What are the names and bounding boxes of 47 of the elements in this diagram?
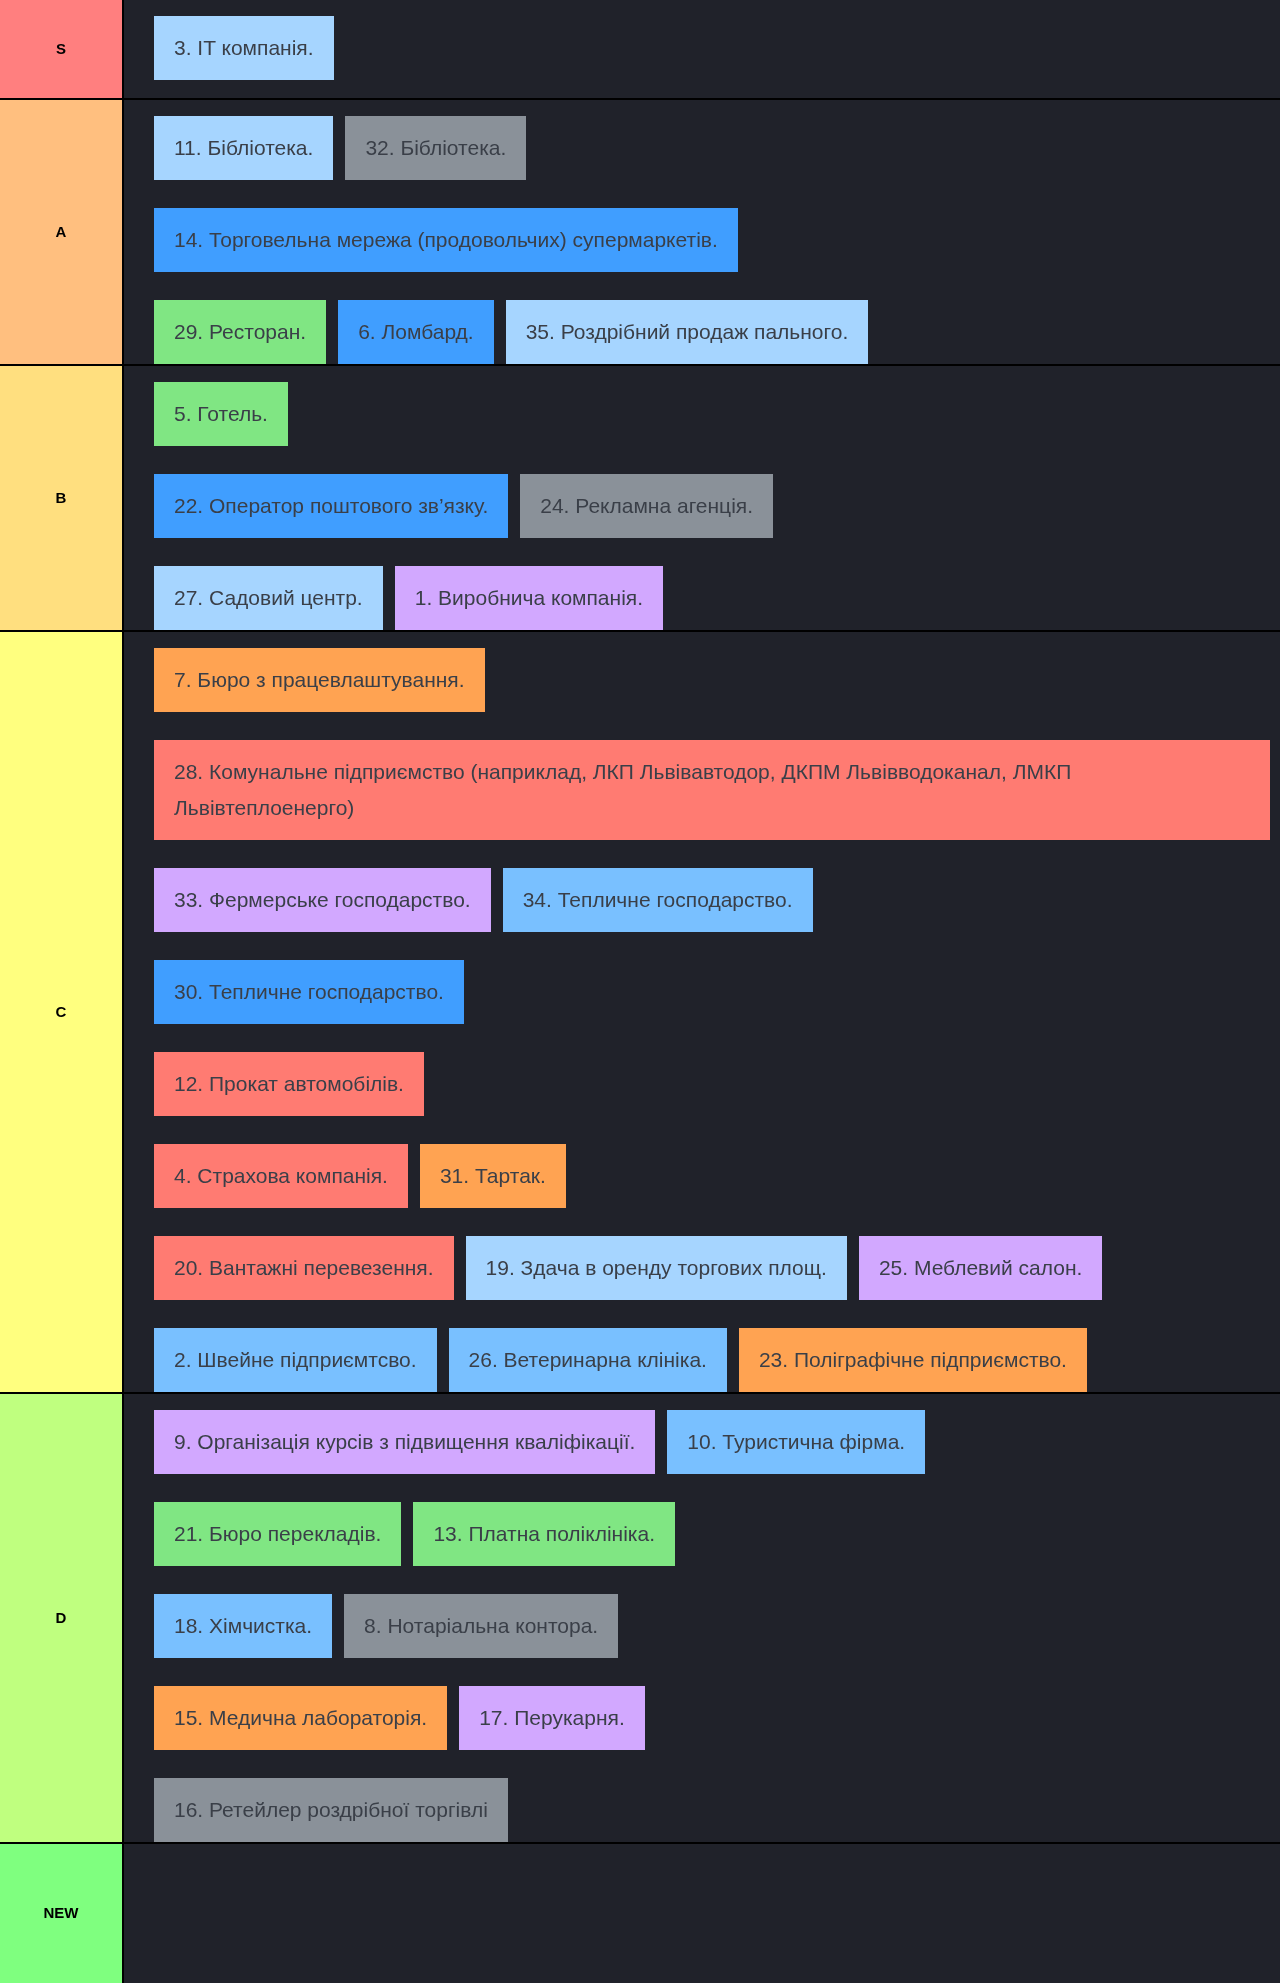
item-card: 8. Нотаріальна контора. <box>344 1594 619 1658</box>
tier-label: D <box>0 1394 124 1842</box>
tier-row <box>0 366 1280 632</box>
item-card: 13. Платна поліклініка. <box>413 1502 676 1566</box>
item-card: 35. Роздрібний продаж пального. <box>505 300 869 364</box>
item-card: 18. Хімчистка. <box>154 1594 333 1658</box>
item-card: 34. Тепличне господарство. <box>502 868 813 932</box>
tier-label: S <box>0 0 124 98</box>
tier-row <box>0 100 1280 366</box>
item-card: 19. Здача в оренду торгових площ. <box>465 1236 847 1300</box>
item-card: 32. Бібліотека. <box>345 116 527 180</box>
item-card: 20. Вантажні перевезення. <box>154 1236 454 1300</box>
item-card: 15. Медична лабораторія. <box>154 1686 448 1750</box>
tier-row <box>0 0 1280 100</box>
item-card: 28. Комунальне підприємство (наприклад, ЛКП Львівавтодор, ДКПМ Львівводоканал, ЛМКП Львівтеплоенерго) <box>154 740 1270 840</box>
item-card: 5. Готель. <box>154 382 288 446</box>
item-card: 10. Туристична фірма. <box>667 1410 926 1474</box>
item-card: 25. Меблевий салон. <box>858 1236 1103 1300</box>
item-card: 2. Швейне підприємтсво. <box>154 1328 437 1392</box>
tier-label: A <box>0 100 124 364</box>
item-card: 30. Тепличне господарство. <box>154 960 464 1024</box>
tier-row <box>0 1394 1280 1844</box>
item-card: 29. Ресторан. <box>154 300 327 364</box>
item-card: 12. Прокат автомобілів. <box>154 1052 424 1116</box>
item-card: 27. Садовий центр. <box>154 566 383 630</box>
item-card: 24. Рекламна агенція. <box>520 474 773 538</box>
item-card: 14. Торговельна мережа (продовольчих) супермаркетів. <box>154 208 738 272</box>
item-card: 3. IT компанія. <box>154 16 334 80</box>
item-card: 11. Бібліотека. <box>154 116 334 180</box>
tier-row <box>0 632 1280 1394</box>
tier-label: NEW <box>0 1844 124 1983</box>
item-card: 33. Фермерське господарство. <box>154 868 491 932</box>
item-card: 31. Тартак. <box>419 1144 566 1208</box>
item-card: 9. Організація курсів з підвищення кваліфікації. <box>154 1410 656 1474</box>
item-card: 26. Ветеринарна клініка. <box>448 1328 727 1392</box>
item-card: 1. Виробнича компанія. <box>394 566 664 630</box>
item-card: 7. Бюро з працевлаштування. <box>154 648 485 712</box>
item-card: 22. Оператор поштового зв’язку. <box>154 474 509 538</box>
item-card: 23. Поліграфічне підприємство. <box>738 1328 1087 1392</box>
tier-label: B <box>0 366 124 630</box>
tier-label: C <box>0 632 124 1392</box>
item-card: 17. Перукарня. <box>459 1686 645 1750</box>
tier-row <box>0 1844 1280 1983</box>
item-card: 4. Страхова компанія. <box>154 1144 408 1208</box>
item-card: 16. Ретейлер роздрібної торгівлі <box>154 1778 508 1842</box>
item-card: 6. Ломбард. <box>338 300 494 364</box>
item-card: 21. Бюро перекладів. <box>154 1502 402 1566</box>
